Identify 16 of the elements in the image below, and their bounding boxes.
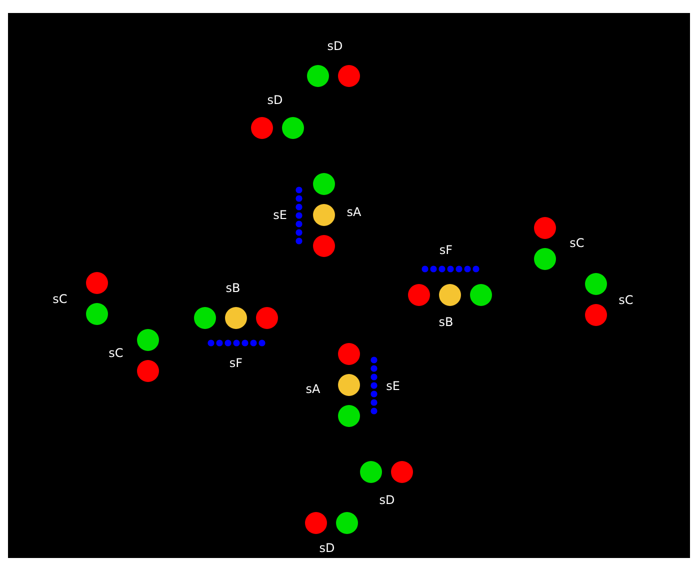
signal-label: sE [273, 208, 287, 222]
signal-label: sC [108, 346, 124, 360]
signal-label: sB [226, 281, 240, 295]
signal-label: sD [267, 93, 283, 107]
signal-label: sC [52, 292, 68, 306]
signal-label: sD [327, 39, 343, 53]
signal-label: sF [229, 356, 243, 370]
signal-label: sD [379, 493, 395, 507]
signal-label: sA [346, 205, 362, 219]
signal-label: sC [570, 236, 584, 250]
signal-label: sA [306, 382, 320, 396]
signal-label: sD [319, 541, 335, 555]
signal-label: sE [386, 379, 400, 393]
signal-label: sC [618, 293, 634, 307]
signal-label: sB [438, 315, 454, 329]
signal-label: sF [439, 243, 453, 257]
